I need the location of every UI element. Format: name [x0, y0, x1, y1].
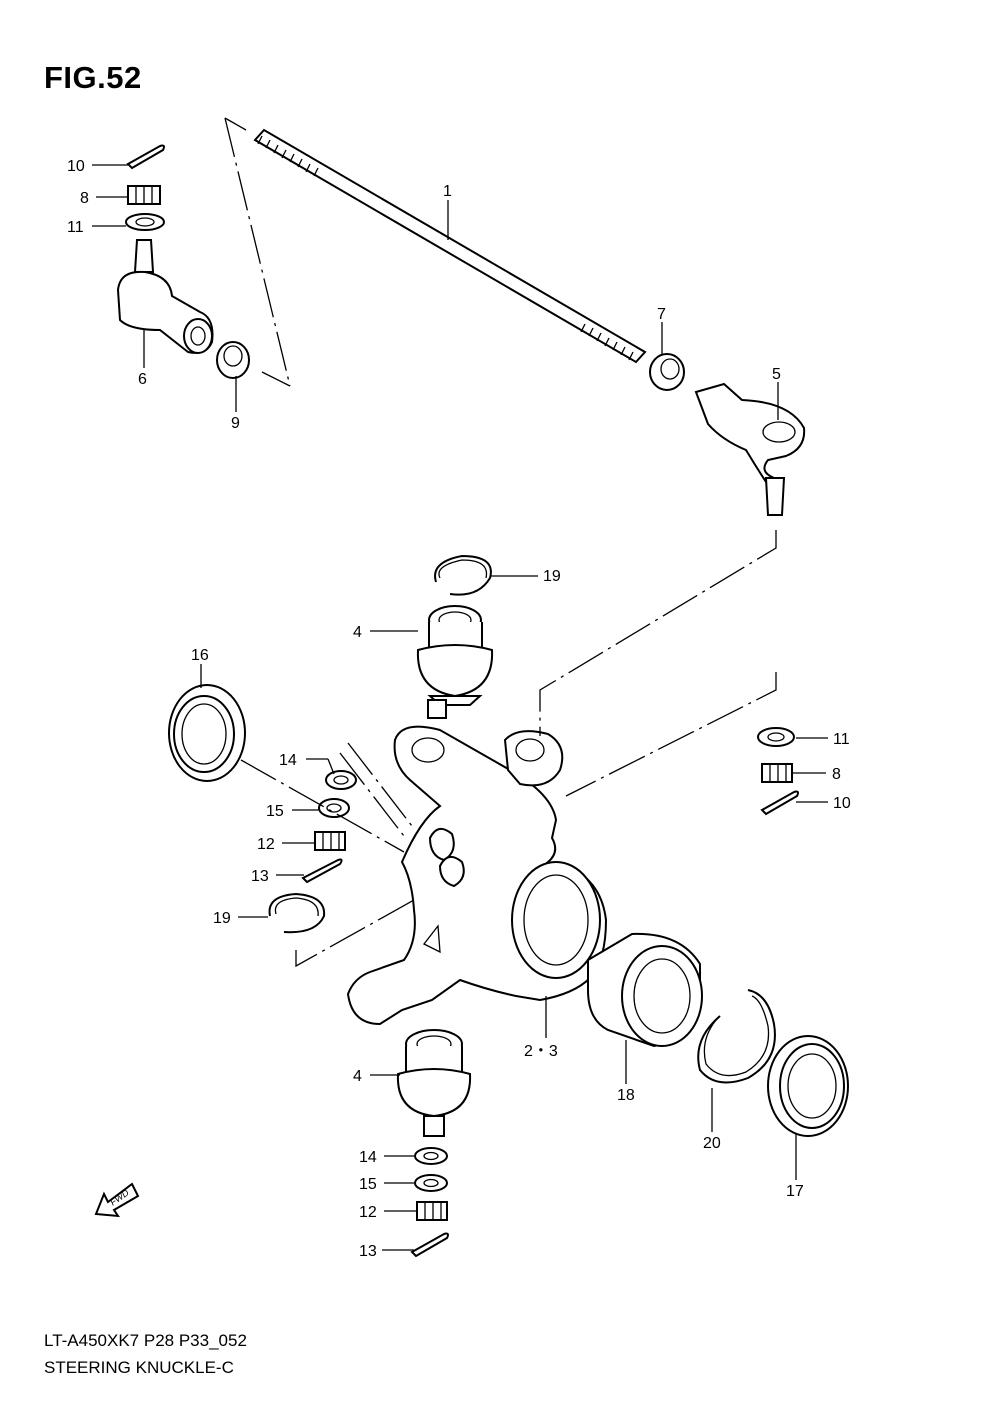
steering-knuckle — [346, 725, 608, 1026]
callout-11: 11 — [67, 219, 84, 236]
callout-12: 12 — [257, 836, 275, 853]
callout-11: 11 — [833, 731, 850, 748]
lock-nut-left — [216, 341, 250, 379]
washer — [318, 798, 350, 818]
ball-joint-lower — [396, 1029, 472, 1137]
ball-joint-upper — [416, 605, 494, 719]
callout-5: 5 — [772, 366, 781, 383]
circlip-upper — [434, 554, 492, 596]
callout-12: 12 — [359, 1204, 377, 1221]
washer — [325, 770, 357, 790]
diagram-code: LT-A450XK7 P28 P33_052 — [44, 1331, 247, 1350]
callout-9: 9 — [231, 415, 240, 432]
callout-4: 4 — [353, 624, 362, 641]
callout-16: 16 — [191, 647, 209, 664]
assembly-line — [261, 371, 291, 387]
callout-2-3: 2・3 — [524, 1043, 558, 1060]
callout-13: 13 — [359, 1243, 377, 1260]
oil-seal-right — [767, 1035, 849, 1137]
washer — [414, 1174, 448, 1192]
callout-14: 14 — [279, 752, 297, 769]
wheel-bearing — [587, 932, 703, 1048]
assembly-line — [565, 672, 777, 797]
cotter-pin — [410, 1232, 449, 1258]
assembly-line — [224, 117, 247, 131]
callout-1: 1 — [443, 183, 452, 200]
callout-18: 18 — [617, 1087, 635, 1104]
tie-rod-end-right — [694, 382, 806, 516]
callout-7: 7 — [657, 306, 666, 323]
diagram-name: STEERING KNUCKLE-C — [44, 1358, 234, 1377]
washer — [125, 213, 165, 231]
callout-8: 8 — [80, 190, 89, 207]
cotter-pin — [126, 144, 165, 170]
oil-seal-left — [168, 684, 246, 782]
circlip-lower — [268, 892, 326, 934]
washer — [414, 1147, 448, 1165]
tie-rod-end-left — [116, 239, 214, 354]
assembly-line — [295, 899, 415, 968]
circlip-bearing — [697, 989, 776, 1084]
callout-4: 4 — [353, 1068, 362, 1085]
assembly-line — [224, 117, 291, 387]
figure-title: FIG.52 — [44, 60, 142, 95]
castle-nut — [761, 763, 793, 783]
assembly-line — [347, 742, 413, 827]
callout-6: 6 — [138, 371, 147, 388]
cotter-pin — [760, 790, 799, 816]
assembly-line — [240, 759, 405, 853]
lock-nut-right — [649, 353, 685, 391]
cotter-pin — [301, 858, 343, 884]
castle-nut — [416, 1201, 448, 1221]
callout-19: 19 — [543, 568, 561, 585]
assembly-line — [539, 530, 777, 736]
leader-lines — [92, 164, 828, 1251]
callout-10: 10 — [67, 158, 85, 175]
callout-10: 10 — [833, 795, 851, 812]
castle-nut — [127, 185, 161, 205]
castle-nut — [314, 831, 346, 851]
callout-13: 13 — [251, 868, 269, 885]
callout-17: 17 — [786, 1183, 804, 1200]
callout-15: 15 — [359, 1176, 377, 1193]
callout-15: 15 — [266, 803, 284, 820]
washer — [757, 727, 795, 747]
assembly-line — [339, 752, 405, 837]
callout-14: 14 — [359, 1149, 377, 1166]
fwd-arrow-icon: FWD — [94, 1182, 140, 1218]
callout-19: 19 — [213, 910, 231, 927]
callout-8: 8 — [832, 766, 841, 783]
callout-20: 20 — [703, 1135, 721, 1152]
tie-rod — [253, 128, 647, 364]
